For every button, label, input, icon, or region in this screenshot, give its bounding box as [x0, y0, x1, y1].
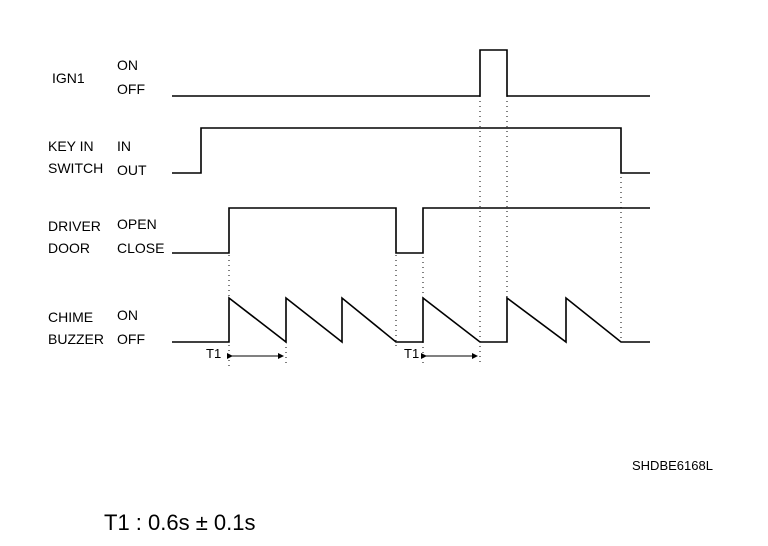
- ign1-off-label: OFF: [117, 81, 145, 97]
- ign1-on-label: ON: [117, 57, 138, 73]
- timing-note: T1 : 0.6s ± 0.1s: [104, 510, 256, 535]
- ign1-name-label: IGN1: [52, 70, 85, 86]
- key-in-switch-out-label: OUT: [117, 162, 147, 178]
- driver-door-name-line2: DOOR: [48, 240, 90, 256]
- ign1-waveform: [172, 49, 650, 97]
- figure-id: SHDBE6168L: [632, 458, 713, 473]
- chime-buzzer-name-line2: BUZZER: [48, 331, 104, 347]
- chime-buzzer-on-label: ON: [117, 307, 138, 323]
- chime-buzzer-name-line1: CHIME: [48, 309, 94, 325]
- driver-door-close-label: CLOSE: [117, 240, 165, 256]
- chime-buzzer-off-label: OFF: [117, 331, 145, 347]
- t1-marker-label-2: T1: [404, 346, 420, 361]
- t1-marker-label-1: T1: [206, 346, 222, 361]
- key-in-switch-in-label: IN: [117, 138, 131, 154]
- reference-lines: [228, 96, 622, 366]
- driver-door-waveform: [172, 207, 650, 254]
- key-in-switch-waveform: [172, 127, 650, 174]
- key-in-switch-name-line2: SWITCH: [48, 160, 104, 176]
- chime-buzzer-waveform: [172, 296, 650, 344]
- driver-door-open-label: OPEN: [117, 216, 157, 232]
- key-in-switch-name-line1: KEY IN: [48, 138, 94, 154]
- driver-door-name-line1: DRIVER: [48, 218, 101, 234]
